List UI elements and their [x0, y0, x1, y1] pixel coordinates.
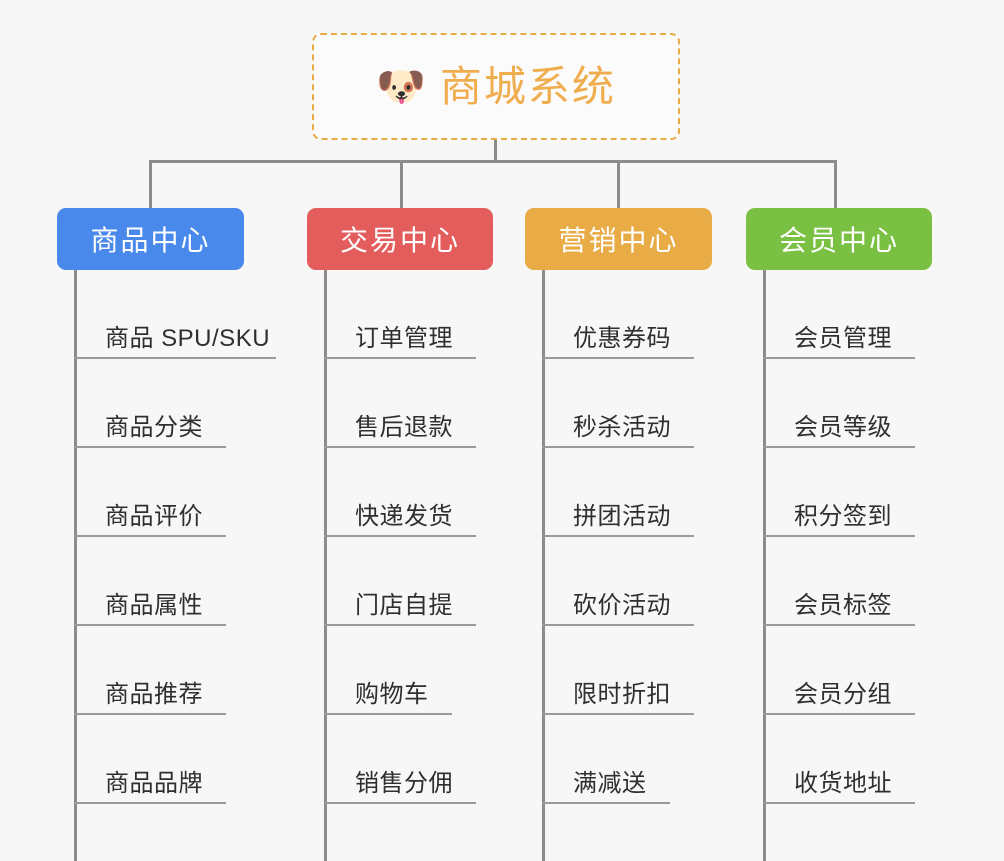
leaf-item-underline: [74, 802, 226, 804]
branch-column-2: 营销中心优惠券码秒杀活动拼团活动砍价活动限时折扣满减送: [525, 208, 712, 861]
branch-column-3: 会员中心会员管理会员等级积分签到会员标签会员分组收货地址: [746, 208, 932, 861]
leaf-item-underline: [324, 624, 476, 626]
leaf-item-underline: [542, 357, 694, 359]
category-header-1[interactable]: 交易中心: [307, 208, 493, 270]
leaf-item-underline: [74, 357, 276, 359]
leaf-item-label: 收货地址: [794, 770, 892, 797]
connector-spine-3: [763, 270, 766, 861]
connector-spine-2: [542, 270, 545, 861]
leaf-item[interactable]: 秒杀活动: [542, 359, 712, 448]
leaf-item-underline: [542, 446, 694, 448]
leaf-item[interactable]: 商品属性: [74, 537, 270, 626]
dog-face-icon: 🐶: [376, 64, 426, 109]
connector-root-stem: [494, 140, 497, 163]
leaf-item-label: 商品推荐: [105, 681, 203, 708]
leaf-item[interactable]: 商品评价: [74, 448, 270, 537]
leaf-item-label: 满减送: [573, 770, 647, 797]
leaf-item-underline: [763, 357, 915, 359]
leaf-item-underline: [542, 713, 694, 715]
leaf-item[interactable]: 会员标签: [763, 537, 932, 626]
leaf-item-label: 门店自提: [355, 592, 453, 619]
leaf-item-underline: [763, 802, 915, 804]
category-header-3[interactable]: 会员中心: [746, 208, 932, 270]
leaf-item-underline: [324, 535, 476, 537]
leaf-list-0: 商品 SPU/SKU 商品分类商品评价商品属性商品推荐商品品牌: [74, 270, 276, 861]
leaf-item-label: 会员标签: [794, 592, 892, 619]
leaf-item-label: 商品品牌: [105, 770, 203, 797]
leaf-item-underline: [763, 713, 915, 715]
leaf-item-underline: [542, 535, 694, 537]
leaf-item-underline: [324, 802, 476, 804]
leaf-item-label: 拼团活动: [573, 503, 671, 530]
connector-drop-2: [617, 160, 620, 208]
category-header-2[interactable]: 营销中心: [525, 208, 712, 270]
leaf-item-underline: [542, 802, 670, 804]
leaf-item[interactable]: 商品品牌: [74, 715, 270, 804]
leaf-item-label: 积分签到: [794, 503, 892, 530]
category-header-0[interactable]: 商品中心: [57, 208, 244, 270]
leaf-item-underline: [74, 624, 226, 626]
leaf-item-label: 砍价活动: [573, 592, 671, 619]
leaf-list-3: 会员管理会员等级积分签到会员标签会员分组收货地址: [763, 270, 932, 861]
leaf-item-label: 会员管理: [794, 325, 892, 352]
leaf-item-label: 商品属性: [105, 592, 203, 619]
leaf-item[interactable]: 销售分佣: [324, 715, 493, 804]
leaf-item[interactable]: 优惠券码: [542, 270, 712, 359]
leaf-item[interactable]: 会员分组: [763, 626, 932, 715]
connector-spine-1: [324, 270, 327, 861]
leaf-item[interactable]: 商品分类: [74, 359, 270, 448]
leaf-item[interactable]: 订单管理: [324, 270, 493, 359]
leaf-item[interactable]: 购物车: [324, 626, 493, 715]
leaf-item[interactable]: 快递发货: [324, 448, 493, 537]
leaf-item-underline: [324, 446, 476, 448]
connector-drop-0: [149, 160, 152, 208]
leaf-list-1: 订单管理售后退款快递发货门店自提购物车销售分佣: [324, 270, 493, 861]
leaf-item-underline: [763, 535, 915, 537]
leaf-item-label: 秒杀活动: [573, 414, 671, 441]
leaf-item[interactable]: 门店自提: [324, 537, 493, 626]
leaf-item-label: 限时折扣: [573, 681, 671, 708]
root-node[interactable]: 🐶 商城系统: [312, 33, 680, 140]
leaf-item-label: 购物车: [355, 681, 429, 708]
leaf-item-label: 会员等级: [794, 414, 892, 441]
branch-column-1: 交易中心订单管理售后退款快递发货门店自提购物车销售分佣: [307, 208, 493, 861]
leaf-item[interactable]: 商品 SPU/SKU: [74, 270, 276, 359]
leaf-item-label: 订单管理: [355, 325, 453, 352]
leaf-item-underline: [324, 357, 476, 359]
leaf-item-underline: [324, 713, 452, 715]
leaf-item-label: 优惠券码: [573, 325, 671, 352]
leaf-item-label: 商品评价: [105, 503, 203, 530]
leaf-item[interactable]: 售后退款: [324, 359, 493, 448]
leaf-item-label: 商品分类: [105, 414, 203, 441]
leaf-item-underline: [542, 624, 694, 626]
leaf-list-2: 优惠券码秒杀活动拼团活动砍价活动限时折扣满减送: [542, 270, 712, 861]
leaf-item[interactable]: 限时折扣: [542, 626, 712, 715]
leaf-item-underline: [74, 713, 226, 715]
leaf-item-label: 售后退款: [355, 414, 453, 441]
leaf-item[interactable]: 会员等级: [763, 359, 932, 448]
leaf-item[interactable]: 商品推荐: [74, 626, 270, 715]
connector-spine-0: [74, 270, 77, 861]
connector-drop-1: [400, 160, 403, 208]
leaf-item[interactable]: 满减送: [542, 715, 712, 804]
leaf-item[interactable]: 拼团活动: [542, 448, 712, 537]
branch-column-0: 商品中心商品 SPU/SKU 商品分类商品评价商品属性商品推荐商品品牌: [57, 208, 276, 861]
leaf-item-label: 会员分组: [794, 681, 892, 708]
connector-drop-3: [834, 160, 837, 208]
leaf-item[interactable]: 会员管理: [763, 270, 932, 359]
leaf-item[interactable]: 收货地址: [763, 715, 932, 804]
leaf-item-underline: [763, 446, 915, 448]
leaf-item[interactable]: 砍价活动: [542, 537, 712, 626]
mindmap-canvas: 🐶 商城系统 商品中心商品 SPU/SKU 商品分类商品评价商品属性商品推荐商品品…: [57, 33, 932, 861]
leaf-item[interactable]: 积分签到: [763, 448, 932, 537]
root-title: 商城系统: [439, 62, 616, 110]
leaf-item-label: 快递发货: [355, 503, 453, 530]
connector-horizontal-bus: [149, 160, 837, 163]
leaf-item-label: 销售分佣: [355, 770, 453, 797]
leaf-item-underline: [763, 624, 915, 626]
leaf-item-label: 商品 SPU/SKU: [105, 325, 271, 352]
leaf-item-underline: [74, 535, 226, 537]
leaf-item-underline: [74, 446, 226, 448]
